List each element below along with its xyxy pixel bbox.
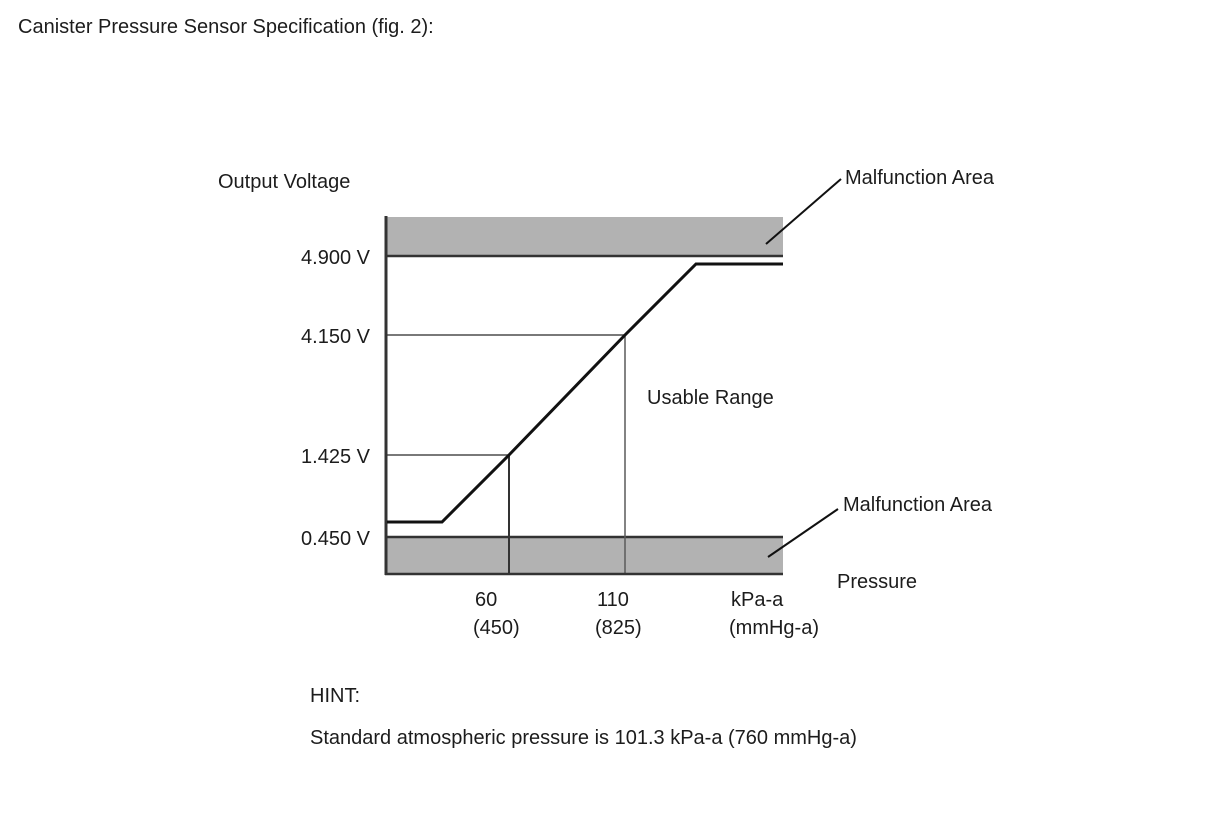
- x-unit-mmhg: (mmHg-a): [729, 617, 819, 639]
- x-unit-kpa: kPa-a: [731, 589, 784, 611]
- annotation-usable-range: Usable Range: [647, 387, 774, 409]
- x-tick-60-mmhg: (450): [473, 617, 520, 639]
- hint-heading: HINT:: [310, 685, 360, 707]
- leader-line-malfunction-bottom: [767, 508, 839, 558]
- x-tick-60-kpa: 60: [475, 589, 498, 611]
- x-axis-title: Pressure: [837, 571, 918, 593]
- malfunction-band-top: [386, 217, 783, 256]
- annotation-malfunction-area-top: Malfunction Area: [845, 167, 994, 189]
- annotation-malfunction-area-bottom: Malfunction Area: [843, 494, 992, 516]
- x-tick-110-kpa: 110: [597, 589, 629, 611]
- leader-line-malfunction-top: [765, 178, 842, 245]
- y-tick-4900: 4.900 V: [301, 247, 370, 269]
- malfunction-band-bottom: [386, 537, 783, 574]
- sensor-output-curve: [387, 262, 783, 524]
- page-title: Canister Pressure Sensor Specification (…: [18, 16, 434, 38]
- y-tick-0450: 0.450 V: [301, 528, 370, 550]
- y-tick-4150: 4.150 V: [301, 326, 370, 348]
- x-tick-110-mmhg: (825): [595, 617, 642, 639]
- y-axis-title: Output Voltage: [218, 171, 351, 193]
- hint-text: Standard atmospheric pressure is 101.3 k…: [310, 727, 857, 749]
- y-tick-1425: 1.425 V: [301, 446, 370, 468]
